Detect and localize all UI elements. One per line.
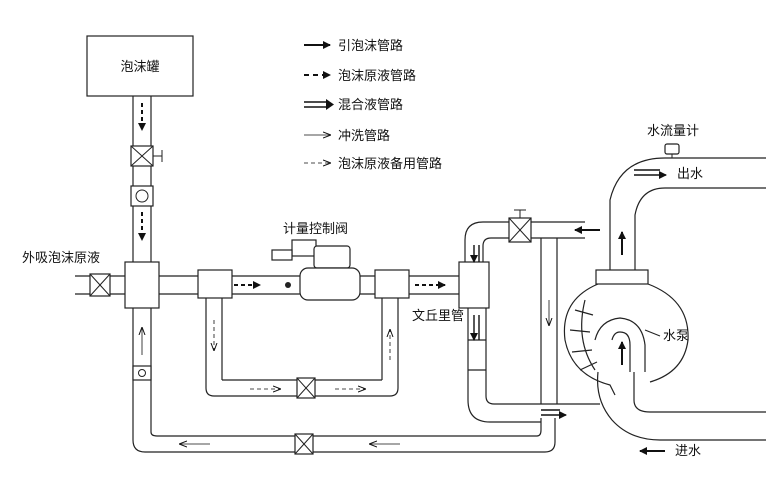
legend-label: 泡沫原液管路 [338,68,416,84]
legend-label: 泡沫原液备用管路 [338,156,442,172]
outlet-label: 出水 [677,167,703,182]
foam-tank: 泡沫罐 [86,35,194,97]
main-cross-junction [124,261,160,309]
legend-item-foam-concentrate: 泡沫原液管路 [304,68,416,84]
pump-label: 水泵 [663,329,689,344]
flowmeter-label: 水流量计 [647,124,699,139]
water-pump-assembly: 水泵 进水 [563,157,766,459]
venturi-section: 文丘里管 [412,209,600,423]
legend-label: 冲洗管路 [338,128,390,144]
legend-item-mixed-liquid: 混合液管路 [304,97,403,113]
metering-valve-label: 计量控制阀 [283,222,348,237]
flushing-return-line [132,308,556,455]
legend-item-backup-concentrate: 泡沫原液备用管路 [304,156,442,172]
flowmeter: 水流量计 出水 [634,124,703,182]
legend-item-flushing: 冲洗管路 [304,128,390,144]
foam-tank-label: 泡沫罐 [120,60,159,75]
metering-control-valve: 计量控制阀 [271,222,361,301]
venturi-label: 文丘里管 [412,309,464,324]
flushing-vertical-line [540,238,558,404]
tank-outlet-pipe [130,96,163,262]
legend-label: 引泡沫管路 [338,38,403,54]
legend-label: 混合液管路 [338,97,403,113]
legend: 引泡沫管路 泡沫原液管路 混合液管路 冲洗管路 泡沫原液备用管路 [304,38,442,172]
backup-concentrate-loop [205,298,399,399]
external-suction-label: 外吸泡沫原液 [22,251,100,266]
legend-item-foam-intake: 引泡沫管路 [304,38,403,54]
inlet-label: 进水 [675,444,701,459]
external-suction-inlet: 外吸泡沫原液 [22,251,125,297]
